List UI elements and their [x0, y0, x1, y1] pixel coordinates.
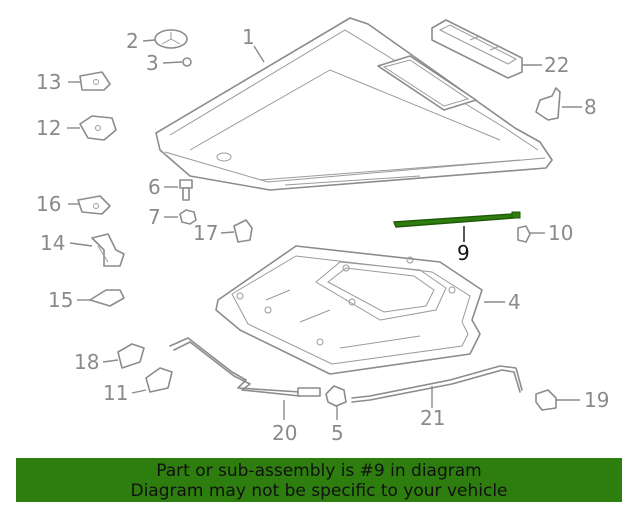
part-info-banner: Part or sub-assembly is #9 in diagram Di… — [16, 458, 622, 502]
leader-lines — [67, 39, 582, 420]
callout-1: 1 — [242, 25, 255, 49]
callout-10: 10 — [548, 221, 573, 245]
bracket-13 — [79, 71, 111, 91]
callout-12: 12 — [36, 116, 61, 140]
banner-line-1: Part or sub-assembly is #9 in diagram — [156, 461, 482, 481]
bolt-6 — [179, 179, 193, 201]
nut-7 — [179, 209, 197, 225]
callout-4: 4 — [508, 290, 521, 314]
latch-15 — [89, 289, 125, 307]
callout-16: 16 — [36, 192, 61, 216]
hood-support-rod — [392, 211, 521, 228]
hinge-14 — [91, 233, 125, 267]
bracket-18 — [117, 343, 145, 369]
callout-11: 11 — [103, 381, 128, 405]
parts-diagram: 1 2 3 13 12 6 7 16 17 14 15 8 22 9 10 4 … — [36, 17, 609, 445]
hood-scoop-duct — [431, 19, 523, 79]
callout-3: 3 — [146, 51, 159, 75]
callout-19: 19 — [584, 388, 609, 412]
callout-22: 22 — [544, 53, 569, 77]
callout-7: 7 — [148, 205, 161, 229]
plate-16 — [77, 195, 111, 215]
callout-2: 2 — [126, 29, 139, 53]
callout-13: 13 — [36, 70, 61, 94]
clip-10 — [517, 225, 531, 243]
callout-6: 6 — [148, 175, 161, 199]
release-cable-21 — [351, 365, 523, 403]
hood-panel — [155, 17, 553, 191]
callout-21: 21 — [420, 406, 445, 430]
banner-line-2: Diagram may not be specific to your vehi… — [130, 481, 508, 501]
release-cable-20 — [169, 337, 321, 397]
callout-labels: 1 2 3 13 12 6 7 16 17 14 15 8 22 9 10 4 … — [36, 25, 609, 445]
bracket-12 — [79, 115, 117, 141]
hood-emblem — [154, 29, 188, 49]
callout-18: 18 — [74, 350, 99, 374]
callout-20: 20 — [272, 421, 297, 445]
grommet-5 — [325, 385, 347, 407]
bumper-17 — [233, 219, 253, 243]
emblem-clip — [182, 57, 192, 67]
callout-14: 14 — [40, 231, 65, 255]
callout-15: 15 — [48, 288, 73, 312]
callout-8: 8 — [584, 95, 597, 119]
hinge-8 — [535, 87, 561, 121]
callout-17: 17 — [193, 221, 218, 245]
callout-5: 5 — [331, 421, 344, 445]
callout-9: 9 — [457, 241, 470, 265]
hood-latch-19 — [535, 389, 557, 411]
bracket-11 — [145, 367, 173, 393]
hood-inner-panel — [215, 245, 483, 375]
